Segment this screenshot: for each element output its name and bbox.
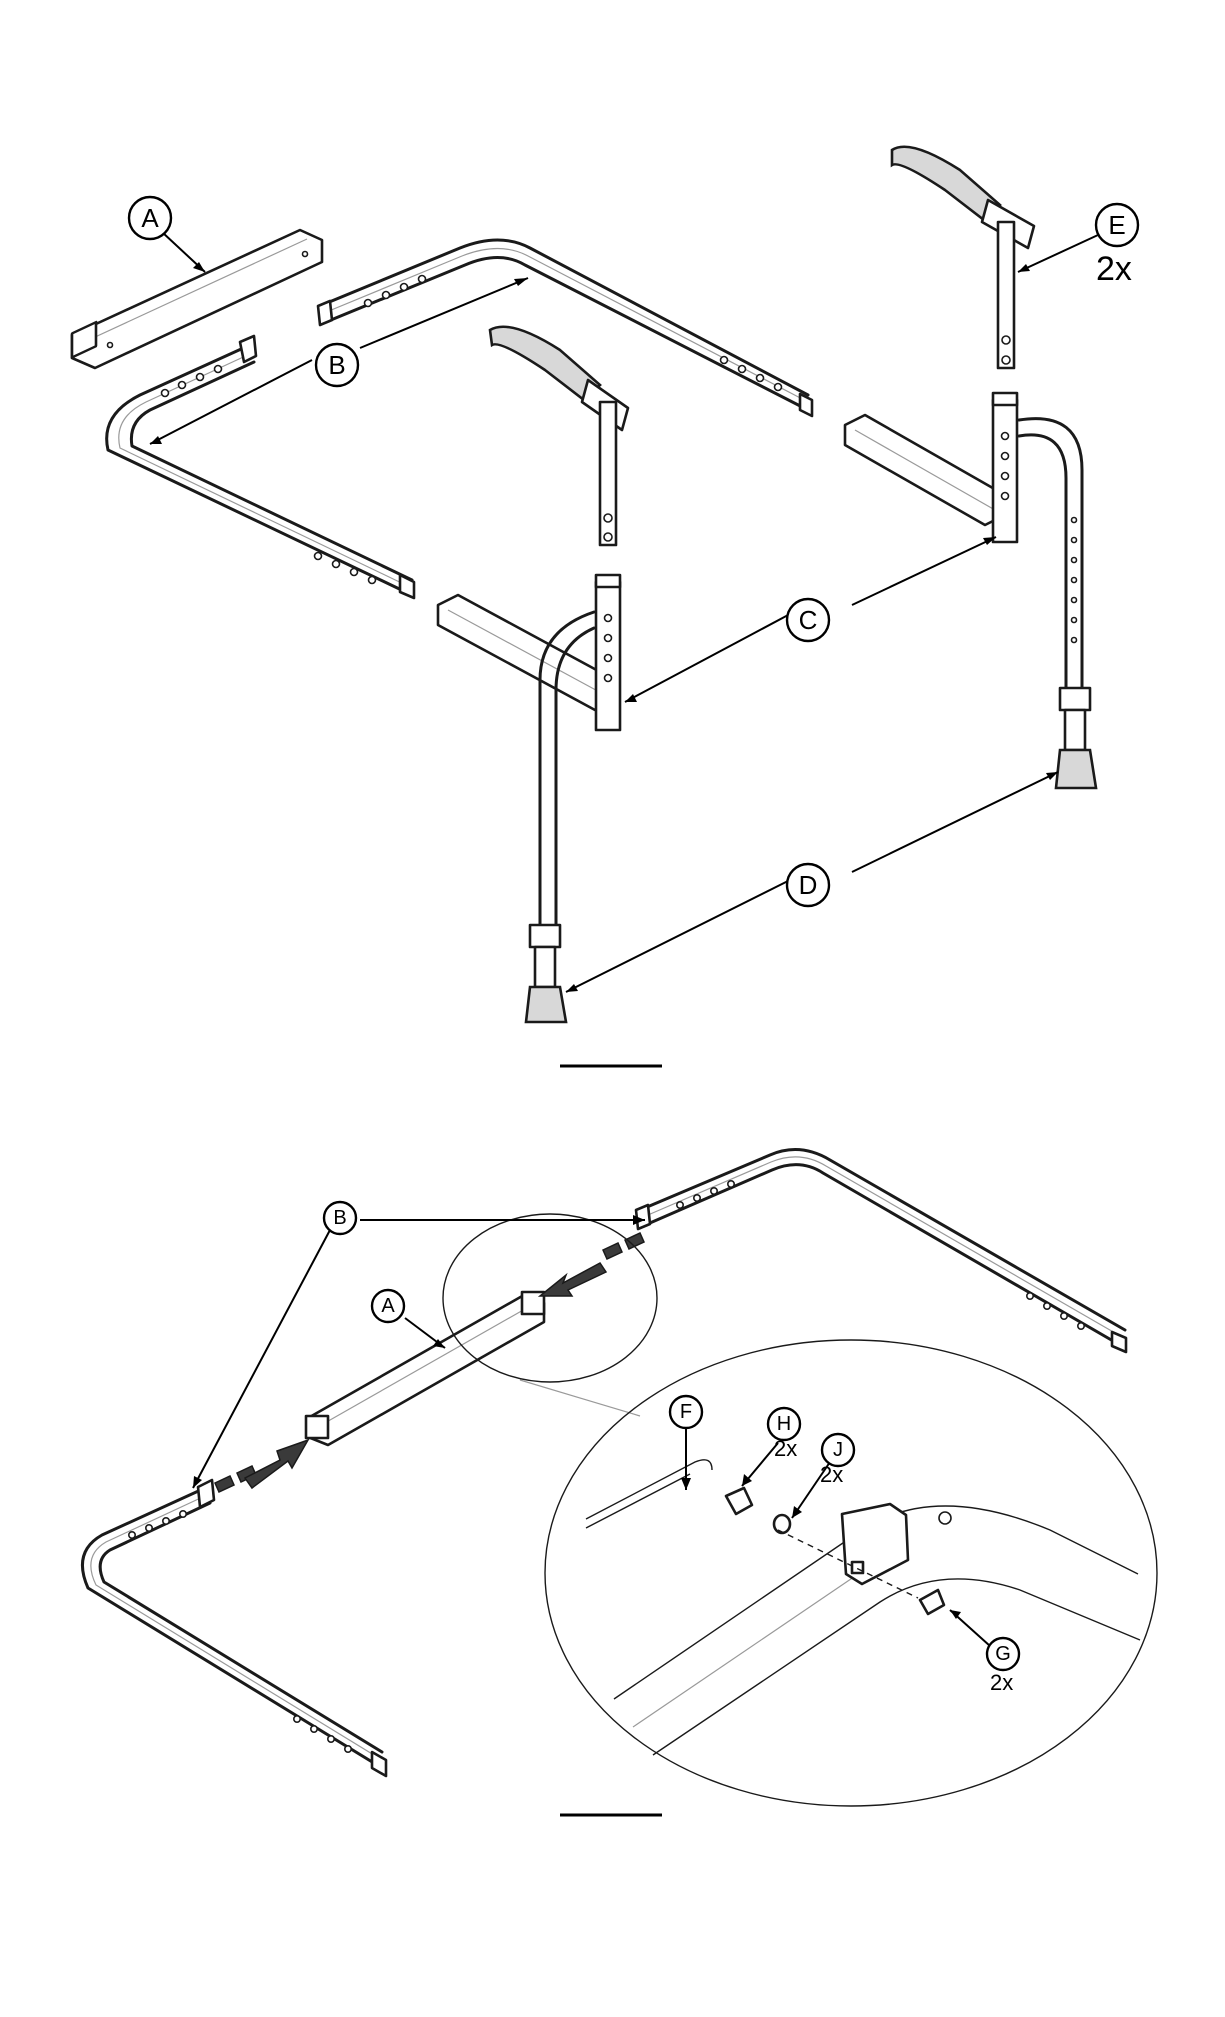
part-b-left-frame-tube (107, 336, 414, 598)
callout-d-label: D (799, 870, 818, 900)
callout-a-label: A (141, 203, 159, 233)
callout-b-bottom-label: B (333, 1207, 346, 1229)
callout-e-top: E 2x (1096, 204, 1138, 288)
part-e-handle-right (892, 147, 1034, 368)
part-h-spacer (726, 1488, 752, 1514)
bottom-assembly-view: B A F H 2x J 2x G 2x (82, 1150, 1157, 1815)
part-a-connector-tube-bottom (306, 1292, 544, 1445)
part-b-right-frame-tube-bottom (636, 1150, 1126, 1352)
callout-a-bottom-label: A (381, 1295, 395, 1317)
callout-j-bottom: J 2x (820, 1434, 854, 1487)
part-a-connector-tube (72, 230, 322, 368)
part-b-right-frame-tube (318, 240, 812, 416)
callout-g-bottom: G 2x (987, 1638, 1019, 1695)
callout-j-quantity: 2x (820, 1462, 843, 1487)
callout-g-quantity: 2x (990, 1670, 1013, 1695)
callout-c-top: C (787, 599, 829, 641)
callout-f-bottom: F (670, 1396, 702, 1428)
part-a-end-cap-left (306, 1416, 328, 1438)
callout-b-bottom: B (324, 1202, 356, 1234)
top-leader-lines (150, 232, 1098, 992)
callout-g-bottom-label: G (995, 1643, 1011, 1665)
callout-e-label: E (1108, 210, 1125, 240)
insert-arrow-right (540, 1263, 606, 1296)
callout-h-bottom-label: H (777, 1413, 791, 1435)
callout-c-label: C (799, 605, 818, 635)
magnified-detail-view (545, 1340, 1157, 1806)
part-e-handle-center (490, 327, 628, 545)
callout-h-bottom: H 2x (768, 1408, 800, 1461)
part-j-washer (774, 1515, 790, 1533)
callout-a-top: A (129, 197, 171, 239)
callout-b-top: B (316, 344, 358, 386)
callout-f-bottom-label: F (680, 1401, 692, 1423)
insert-arrow-left (245, 1440, 308, 1488)
part-g-screw (920, 1590, 944, 1614)
callout-j-bottom-label: J (833, 1439, 843, 1461)
callout-a-bottom: A (372, 1290, 404, 1322)
part-b-left-frame-tube-bottom (82, 1480, 386, 1776)
callout-h-quantity: 2x (774, 1436, 797, 1461)
top-exploded-view: A B C D E 2x (72, 147, 1138, 1066)
detail-connector-line (520, 1380, 640, 1416)
callout-b-label: B (328, 350, 345, 380)
callout-e-quantity: 2x (1096, 250, 1132, 288)
part-c-d-front-leg (438, 575, 620, 1022)
callout-d-top: D (787, 864, 829, 906)
